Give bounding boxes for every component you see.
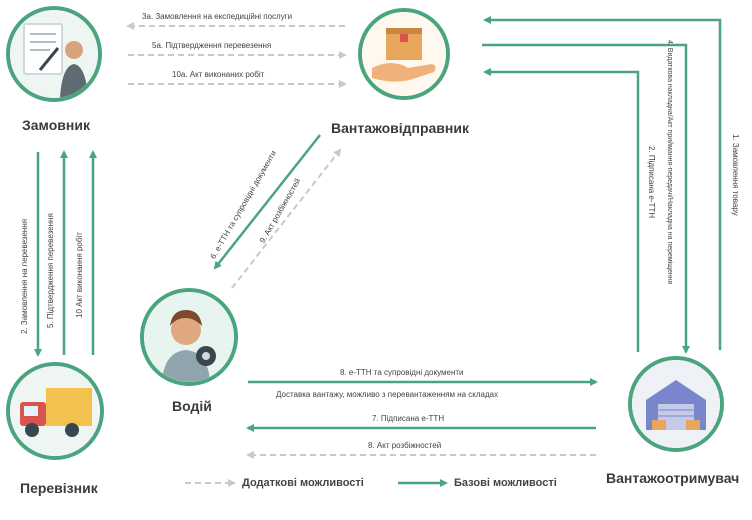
arrow-label-8c: 8. Акт розбіжностей xyxy=(368,441,442,450)
box-in-hand-icon xyxy=(362,12,446,96)
consignee-avatar xyxy=(628,356,724,452)
arrow-label-2: 2. Замовлення на перевезення xyxy=(20,218,29,334)
driver-icon xyxy=(144,292,234,382)
customer-avatar xyxy=(6,6,102,102)
arrow-label-3a: 3а. Замовлення на експедиційні послуги xyxy=(142,12,293,21)
legend-basic: Базові можливості xyxy=(454,477,557,489)
arrow-label-2b: 2. Підписана е-ТТН xyxy=(647,146,656,219)
arrow-6 xyxy=(213,134,321,270)
arrow-9 xyxy=(231,148,342,289)
carrier-label: Перевізник xyxy=(20,480,98,496)
arrow-label-5a: 5а. Підтвердження перевезення xyxy=(152,41,272,50)
consignee-label: Вантажоотримувач xyxy=(606,470,740,486)
arrow-label-7: 7. Підписана е-ТТН xyxy=(372,414,445,423)
warehouse-icon xyxy=(632,360,720,448)
arrow-1 xyxy=(483,16,722,350)
arrow-label-1: 1. Замовлення товару xyxy=(731,134,740,216)
customer-label: Замовник xyxy=(22,117,90,133)
driver-label: Водій xyxy=(172,398,212,414)
legend-additional: Додаткові можливості xyxy=(242,477,364,489)
arrow-label-5: 5. Підтвердження перевезення xyxy=(46,213,55,328)
driver-avatar xyxy=(140,288,238,386)
arrow-label-8b: Доставка вантажу, можливо з перевантажен… xyxy=(276,390,499,399)
truck-icon xyxy=(10,366,100,456)
arrow-label-4: 4. Видаткова накладна/Акт приймання-пере… xyxy=(666,40,673,285)
arrow-label-10a: 10а. Акт виконаних робіт xyxy=(172,70,265,79)
arrow-2b xyxy=(483,68,640,352)
arrow-label-10: 10 Акт виконання робіт xyxy=(75,232,84,318)
shipper-label: Вантажовідправник xyxy=(331,120,469,136)
customer-icon xyxy=(10,10,98,98)
arrow-4 xyxy=(482,43,690,354)
carrier-avatar xyxy=(6,362,104,460)
arrow-label-8a: 8. е-ТТН та супровідні документи xyxy=(340,368,464,377)
shipper-avatar xyxy=(358,8,450,100)
